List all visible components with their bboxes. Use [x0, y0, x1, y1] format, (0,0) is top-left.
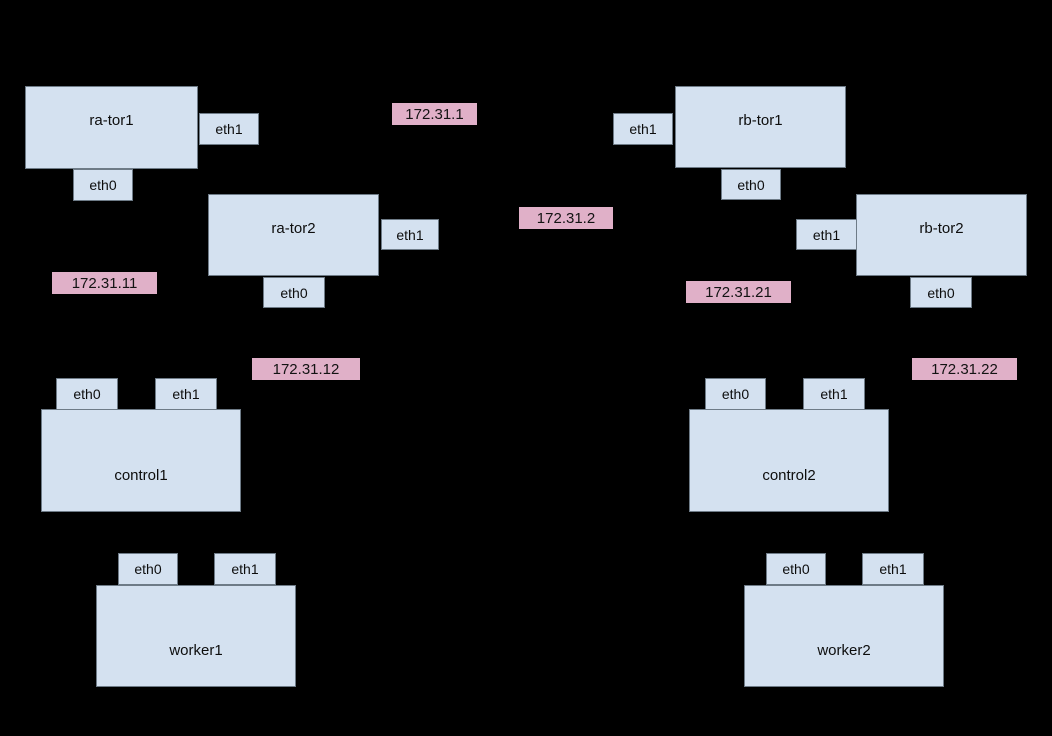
port-label: eth1 — [215, 121, 243, 137]
port-worker1-eth0[interactable]: eth0 — [118, 553, 178, 585]
node-control2[interactable]: control2 — [689, 409, 889, 512]
port-label: eth0 — [721, 386, 750, 402]
port-label: eth1 — [231, 561, 259, 577]
node-label: worker1 — [169, 642, 223, 659]
node-label: worker2 — [817, 642, 871, 659]
network-label-text: 172.31.12 — [272, 360, 340, 378]
port-control2-eth1[interactable]: eth1 — [803, 378, 865, 410]
node-rb-tor2[interactable]: rb-tor2 — [856, 194, 1027, 276]
port-control1-eth1[interactable]: eth1 — [155, 378, 217, 410]
port-label: eth1 — [812, 226, 841, 243]
port-control1-eth0[interactable]: eth0 — [56, 378, 118, 410]
port-worker2-eth1[interactable]: eth1 — [862, 553, 924, 585]
port-label: eth0 — [134, 561, 162, 577]
node-rb-tor1[interactable]: rb-tor1 — [675, 86, 846, 168]
port-rb-tor2-eth1[interactable]: eth1 — [796, 219, 857, 250]
port-ra-tor1-eth0[interactable]: eth0 — [73, 169, 133, 201]
port-label: eth0 — [927, 284, 955, 301]
network-label-172-31-11[interactable]: 172.31.11 — [52, 272, 157, 294]
network-label-text: 172.31.21 — [705, 283, 772, 301]
port-label: eth1 — [172, 386, 200, 402]
node-label: ra-tor2 — [271, 220, 316, 237]
port-control2-eth0[interactable]: eth0 — [705, 378, 766, 410]
port-label: eth1 — [629, 121, 657, 137]
port-label: eth0 — [73, 386, 101, 402]
node-label: control2 — [762, 467, 816, 484]
network-label-text: 172.31.1 — [405, 105, 464, 123]
port-label: eth1 — [820, 386, 848, 402]
node-label: rb-tor1 — [738, 112, 783, 129]
port-ra-tor1-eth1[interactable]: eth1 — [199, 113, 259, 145]
port-label: eth1 — [879, 561, 907, 577]
port-label: eth0 — [280, 284, 308, 301]
network-label-text: 172.31.2 — [536, 209, 596, 227]
network-label-172-31-12[interactable]: 172.31.12 — [252, 358, 360, 380]
node-label: ra-tor1 — [89, 112, 134, 129]
port-rb-tor1-eth1[interactable]: eth1 — [613, 113, 673, 145]
network-label-text: 172.31.11 — [71, 274, 138, 292]
node-control1[interactable]: control1 — [41, 409, 241, 512]
network-label-172-31-21[interactable]: 172.31.21 — [686, 281, 791, 303]
node-worker2[interactable]: worker2 — [744, 585, 944, 687]
port-ra-tor2-eth0[interactable]: eth0 — [263, 277, 325, 308]
network-label-172-31-1[interactable]: 172.31.1 — [392, 103, 477, 125]
node-ra-tor1[interactable]: ra-tor1 — [25, 86, 198, 169]
port-label: eth0 — [89, 177, 117, 193]
network-label-text: 172.31.22 — [931, 360, 998, 378]
port-ra-tor2-eth1[interactable]: eth1 — [381, 219, 439, 250]
network-label-172-31-2[interactable]: 172.31.2 — [519, 207, 613, 229]
node-label: rb-tor2 — [919, 220, 964, 237]
port-worker2-eth0[interactable]: eth0 — [766, 553, 826, 585]
node-ra-tor2[interactable]: ra-tor2 — [208, 194, 379, 276]
port-label: eth1 — [396, 226, 424, 243]
node-label: control1 — [114, 467, 168, 484]
port-worker1-eth1[interactable]: eth1 — [214, 553, 276, 585]
network-label-172-31-22[interactable]: 172.31.22 — [912, 358, 1017, 380]
port-rb-tor2-eth0[interactable]: eth0 — [910, 277, 972, 308]
node-worker1[interactable]: worker1 — [96, 585, 296, 687]
port-label: eth0 — [782, 561, 810, 577]
port-rb-tor1-eth0[interactable]: eth0 — [721, 169, 781, 200]
port-label: eth0 — [737, 176, 765, 193]
